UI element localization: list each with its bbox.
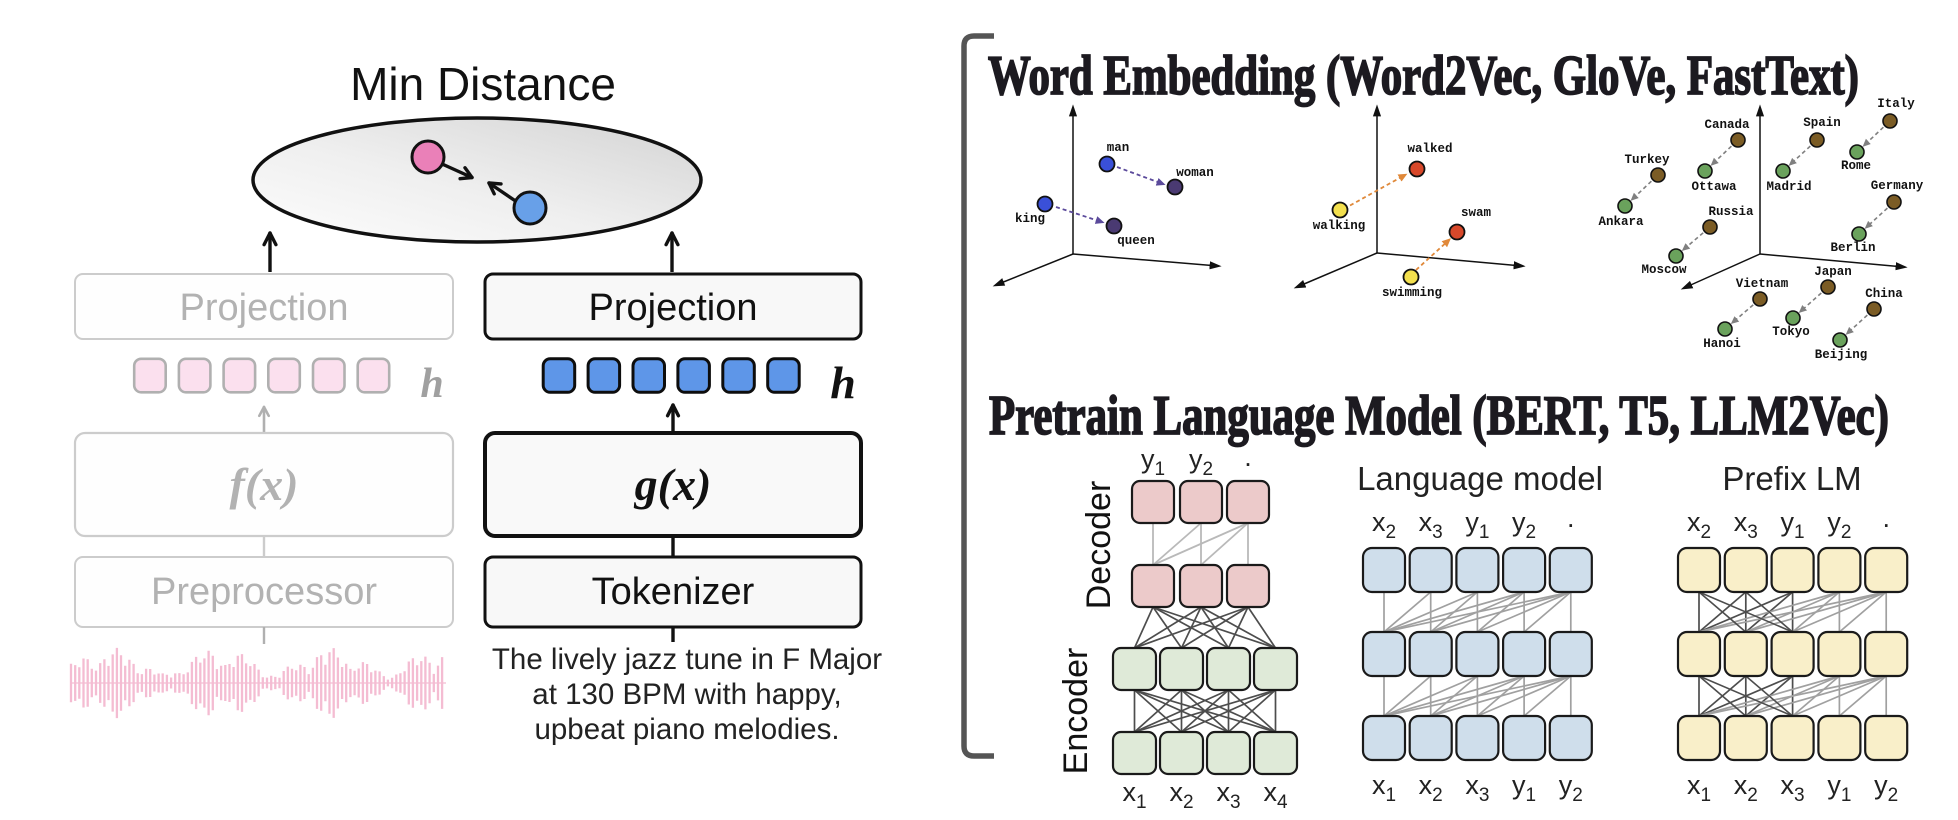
svg-text:.: . bbox=[1882, 503, 1890, 533]
svg-text:Turkey: Turkey bbox=[1624, 153, 1670, 167]
svg-text:g(x): g(x) bbox=[634, 459, 712, 510]
svg-text:Tokenizer: Tokenizer bbox=[592, 571, 755, 613]
svg-text:Moscow: Moscow bbox=[1641, 263, 1687, 277]
svg-text:walking: walking bbox=[1313, 219, 1366, 233]
svg-text:Pretrain Language Model (BERT,: Pretrain Language Model (BERT, T5, LLM2V… bbox=[989, 385, 1889, 447]
svg-text:Vietnam: Vietnam bbox=[1736, 277, 1789, 291]
svg-text:Canada: Canada bbox=[1704, 118, 1750, 132]
svg-text:Germany: Germany bbox=[1871, 179, 1924, 193]
svg-text:Hanoi: Hanoi bbox=[1703, 337, 1741, 351]
svg-text:walked: walked bbox=[1407, 142, 1452, 156]
svg-text:swimming: swimming bbox=[1382, 286, 1442, 300]
svg-text:f(x): f(x) bbox=[230, 459, 299, 510]
svg-text:.: . bbox=[1244, 442, 1252, 472]
svg-text:Berlin: Berlin bbox=[1830, 241, 1875, 255]
svg-text:Beijing: Beijing bbox=[1815, 348, 1868, 362]
svg-text:Tokyo: Tokyo bbox=[1772, 325, 1810, 339]
svg-text:Rome: Rome bbox=[1841, 159, 1871, 173]
svg-text:The lively jazz tune in F Majo: The lively jazz tune in F Major bbox=[492, 643, 882, 676]
svg-text:king: king bbox=[1015, 212, 1045, 226]
svg-text:h: h bbox=[830, 357, 856, 408]
svg-text:woman: woman bbox=[1176, 166, 1214, 180]
svg-text:queen: queen bbox=[1117, 234, 1155, 248]
svg-text:Projection: Projection bbox=[589, 287, 758, 329]
svg-text:Word Embedding (Word2Vec, GloV: Word Embedding (Word2Vec, GloVe, FastTex… bbox=[988, 45, 1859, 107]
svg-text:China: China bbox=[1865, 287, 1903, 301]
svg-text:Min Distance: Min Distance bbox=[350, 58, 616, 110]
svg-text:at 130 BPM with happy,: at 130 BPM with happy, bbox=[532, 678, 841, 711]
svg-text:Ottawa: Ottawa bbox=[1691, 180, 1737, 194]
svg-text:Decoder: Decoder bbox=[1080, 481, 1118, 610]
svg-text:swam: swam bbox=[1461, 206, 1492, 220]
svg-text:Prefix LM: Prefix LM bbox=[1722, 460, 1861, 497]
svg-text:upbeat piano melodies.: upbeat piano melodies. bbox=[534, 713, 839, 746]
svg-text:Japan: Japan bbox=[1814, 265, 1852, 279]
svg-text:Russia: Russia bbox=[1708, 205, 1754, 219]
svg-text:.: . bbox=[1567, 503, 1575, 533]
svg-text:Language model: Language model bbox=[1357, 460, 1603, 497]
svg-text:Spain: Spain bbox=[1803, 116, 1841, 130]
svg-text:Ankara: Ankara bbox=[1598, 215, 1644, 229]
svg-text:Projection: Projection bbox=[180, 287, 349, 329]
svg-text:man: man bbox=[1107, 141, 1130, 155]
svg-text:Madrid: Madrid bbox=[1766, 180, 1811, 194]
svg-text:Preprocessor: Preprocessor bbox=[151, 571, 377, 613]
svg-text:Encoder: Encoder bbox=[1057, 648, 1095, 775]
svg-text:h: h bbox=[420, 361, 443, 407]
svg-text:Italy: Italy bbox=[1877, 97, 1915, 111]
